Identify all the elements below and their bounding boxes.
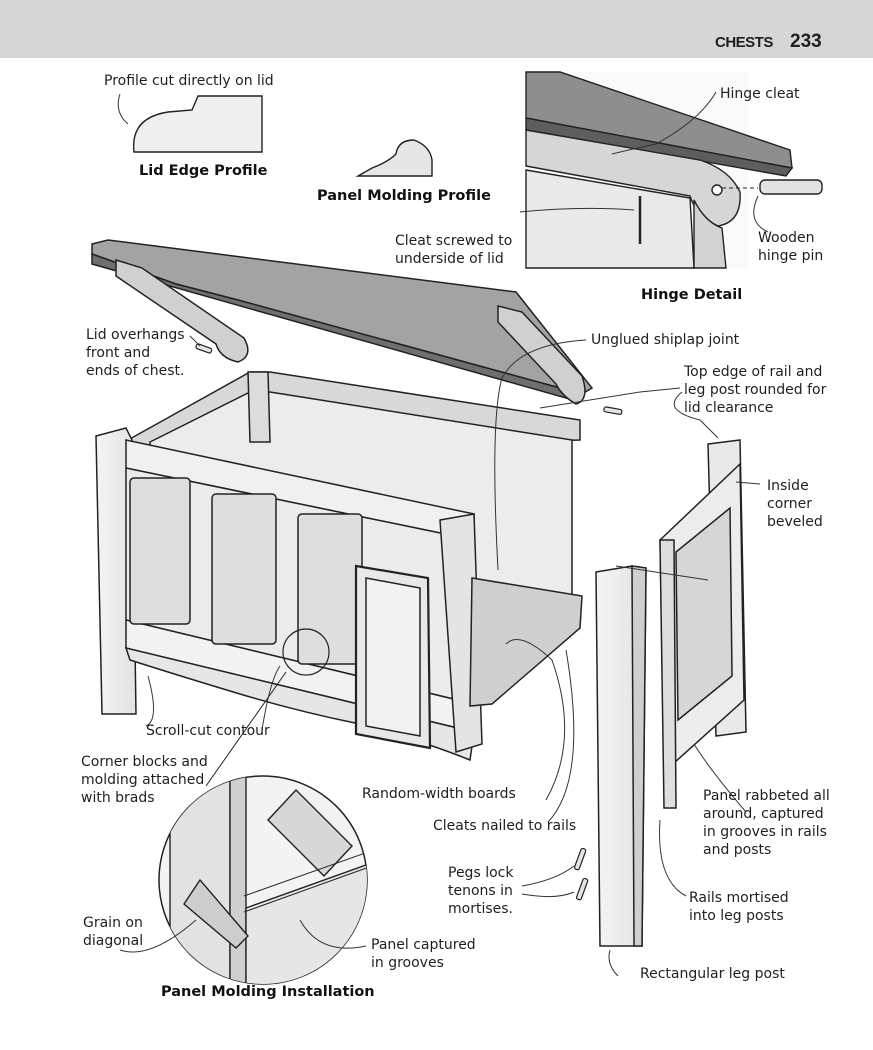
label-hinge-cleat: Hinge cleat [720,86,800,102]
lid-edge-profile-drawing [132,95,263,153]
page-number: 233 [790,31,822,52]
zoom-marker-circle [282,628,330,676]
label-rectangular-leg-post: Rectangular leg post [640,966,785,982]
lid-edge-profile-title: Lid Edge Profile [139,163,268,179]
panel-molding-profile-title: Panel Molding Profile [317,188,491,204]
panel-molding-profile-drawing [355,139,433,177]
label-unglued-shiplap: Unglued shiplap joint [591,332,740,348]
end-assembly-drawing [659,439,747,809]
panel-molding-installation-title: Panel Molding Installation [161,984,375,1000]
hinge-detail-drawing [525,71,823,269]
leader-lines [117,91,769,977]
leg-post-drawing [595,565,647,947]
chest-body-drawing [95,371,583,762]
label-cleats-nailed: Cleats nailed to rails [433,818,577,834]
label-profile-cut: Profile cut directly on lid [104,73,274,89]
section-title: CHESTS [715,34,773,51]
page-header: CHESTS 233 [0,0,873,58]
zoom-connector-line [205,671,287,787]
hinge-detail-title: Hinge Detail [641,287,743,303]
pegs-drawing [195,343,623,901]
label-random-width: Random-width boards [362,786,516,802]
label-scroll-cut: Scroll-cut contour [146,723,270,739]
chest-lid-drawing [91,239,594,405]
